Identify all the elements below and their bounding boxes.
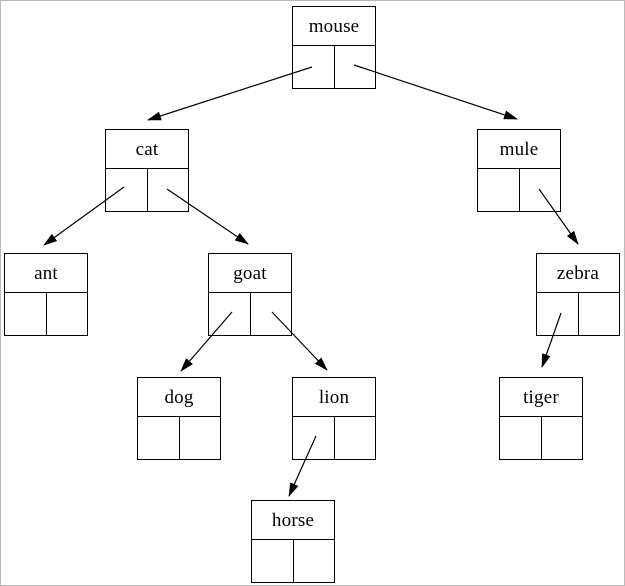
pointer-cells (537, 293, 619, 335)
node-label-mule: mule (478, 130, 560, 169)
left-pointer-cell (209, 293, 251, 335)
tree-node-dog: dog (137, 377, 221, 460)
right-pointer-cell (579, 293, 620, 335)
right-pointer-cell (148, 169, 189, 211)
node-label-zebra: zebra (537, 254, 619, 293)
tree-node-mule: mule (477, 129, 561, 212)
node-label-mouse: mouse (293, 7, 375, 46)
pointer-cells (209, 293, 291, 335)
pointer-cells (293, 46, 375, 88)
tree-node-zebra: zebra (536, 253, 620, 336)
tree-node-mouse: mouse (292, 6, 376, 89)
node-label-horse: horse (252, 501, 334, 540)
edge-mouse-right-to-mule (353, 64, 518, 120)
node-label-lion: lion (293, 378, 375, 417)
pointer-cells (478, 169, 560, 211)
left-pointer-cell (106, 169, 148, 211)
right-pointer-cell (520, 169, 561, 211)
node-label-ant: ant (5, 254, 87, 293)
right-pointer-cell (335, 417, 376, 459)
left-pointer-cell (5, 293, 47, 335)
tree-node-ant: ant (4, 253, 88, 336)
tree-node-horse: horse (251, 500, 335, 583)
pointer-cells (293, 417, 375, 459)
pointer-cells (106, 169, 188, 211)
pointer-cells (5, 293, 87, 335)
tree-node-cat: cat (105, 129, 189, 212)
pointer-cells (500, 417, 582, 459)
right-pointer-cell (180, 417, 221, 459)
right-pointer-cell (335, 46, 376, 88)
left-pointer-cell (478, 169, 520, 211)
tree-node-lion: lion (292, 377, 376, 460)
node-label-dog: dog (138, 378, 220, 417)
node-label-tiger: tiger (500, 378, 582, 417)
tree-node-tiger: tiger (499, 377, 583, 460)
pointer-cells (252, 540, 334, 582)
left-pointer-cell (293, 417, 335, 459)
pointer-cells (138, 417, 220, 459)
right-pointer-cell (251, 293, 292, 335)
left-pointer-cell (537, 293, 579, 335)
node-label-cat: cat (106, 130, 188, 169)
left-pointer-cell (500, 417, 542, 459)
left-pointer-cell (252, 540, 294, 582)
right-pointer-cell (47, 293, 88, 335)
node-label-goat: goat (209, 254, 291, 293)
left-pointer-cell (293, 46, 335, 88)
edge-mouse-left-to-cat (147, 66, 313, 121)
right-pointer-cell (294, 540, 335, 582)
left-pointer-cell (138, 417, 180, 459)
right-pointer-cell (542, 417, 583, 459)
tree-node-goat: goat (208, 253, 292, 336)
